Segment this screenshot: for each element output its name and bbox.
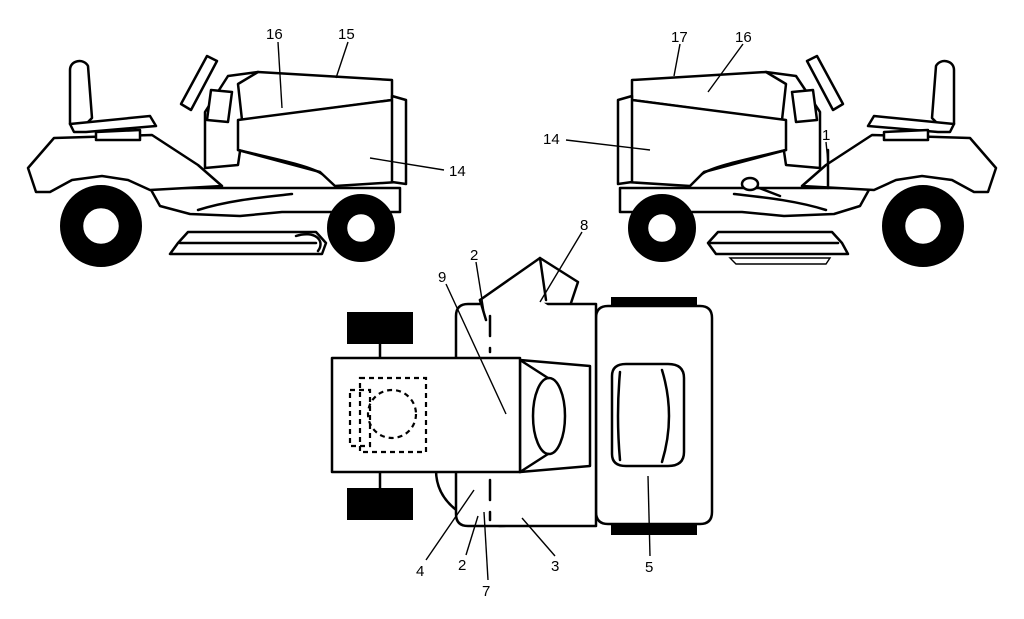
right-mower-deck [706,230,850,265]
callout-top-7: 7 [482,583,490,600]
right-front-wheel [628,194,696,262]
callout-left-15: 15 [338,26,355,43]
callout-leaders [277,41,829,581]
right-pedal [740,176,782,198]
callout-left-16: 16 [266,26,283,43]
top-engine-outline [358,376,428,454]
left-side-view [26,54,408,267]
left-seat [68,59,158,142]
left-rear-wheel [60,185,142,267]
callout-labels: 16 15 14 17 16 14 1 8 2 9 4 2 7 3 5 [266,26,830,600]
top-view [330,256,714,535]
top-front-wheel-lower [347,488,413,520]
left-grille [390,94,408,186]
left-rear-fender [26,133,224,194]
top-steering-wheel [531,376,567,456]
callout-top-8: 8 [580,217,588,234]
right-steering-wheel [805,54,845,112]
callout-top-5: 5 [645,559,653,576]
callout-right-14: 14 [543,131,560,148]
callout-top-2-lower: 2 [458,557,466,574]
top-front-wheel-upper [347,312,413,344]
callout-right-17: 17 [671,29,688,46]
callout-top-3: 3 [551,558,559,575]
top-seat [610,362,686,468]
callout-top-4: 4 [416,563,424,580]
left-hood [236,70,394,122]
callout-top-9: 9 [438,269,446,286]
left-front-wheel [327,194,395,262]
right-hood [630,70,788,122]
left-mower-deck [168,230,328,256]
right-seat [866,59,956,142]
callout-right-1: 1 [822,127,830,144]
callout-left-14: 14 [449,163,466,180]
right-side-view [616,54,998,267]
right-rear-fender [800,133,998,194]
callout-top-2-upper: 2 [470,247,478,264]
left-steering-wheel [179,54,219,112]
right-rear-wheel [882,185,964,267]
right-grille [616,94,634,186]
callout-right-16: 16 [735,29,752,46]
